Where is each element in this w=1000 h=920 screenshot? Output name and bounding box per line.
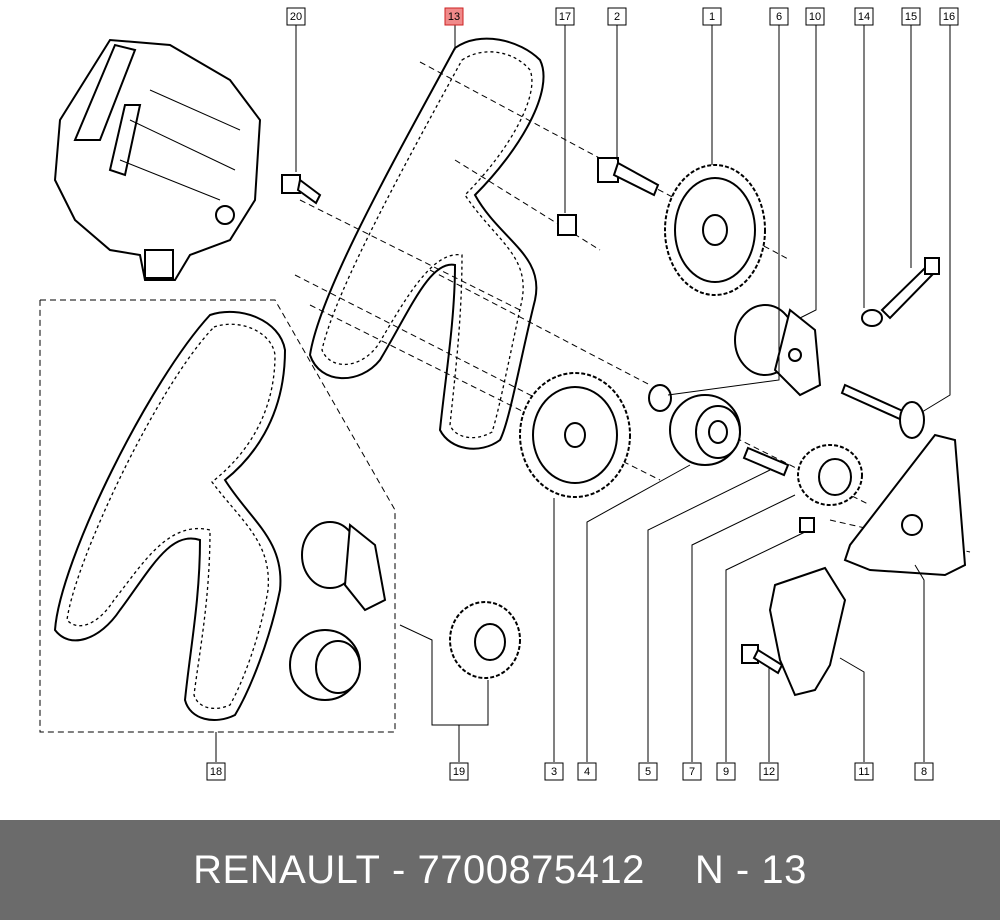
callout-18: 18 [206, 762, 226, 781]
bracket-8-hole [901, 514, 923, 536]
callout-14: 14 [854, 7, 874, 26]
callout-number: 5 [645, 766, 651, 778]
sprocket-19 [449, 601, 521, 679]
callout-1: 1 [702, 7, 722, 26]
callout-16: 16 [939, 7, 959, 26]
callout-10: 10 [805, 7, 825, 26]
callout-number: 15 [905, 11, 917, 23]
bolt-16 [840, 383, 925, 439]
bolt-12 [741, 644, 784, 675]
timing-belt-kit [53, 310, 287, 721]
callout-number: 19 [453, 766, 465, 778]
callout-2: 2 [607, 7, 627, 26]
callout-11: 11 [854, 762, 874, 781]
callout-number: 1 [709, 11, 715, 23]
position-label: N - 13 [694, 847, 807, 892]
nut-17 [557, 214, 577, 236]
callout-number: 8 [921, 766, 927, 778]
callout-20: 20 [286, 7, 306, 26]
callout-number: 18 [210, 766, 222, 778]
bolt-20 [281, 174, 322, 205]
nut-6 [648, 384, 672, 412]
callout-number: 9 [723, 766, 729, 778]
bracket-8 [843, 433, 967, 577]
callout-number: 11 [858, 766, 869, 778]
tensioner-10 [734, 304, 822, 397]
callout-8: 8 [914, 762, 934, 781]
bolt-2 [597, 157, 660, 197]
callout-number: 4 [584, 766, 590, 778]
callout-number: 12 [763, 766, 775, 778]
callout-number: 7 [689, 766, 695, 778]
callout-number: 3 [551, 766, 557, 778]
callout-number: 6 [776, 11, 782, 23]
callout-6: 6 [769, 7, 789, 26]
part-number: 7700875412 [417, 847, 645, 892]
crankshaft-sprocket [519, 372, 631, 498]
callout-3: 3 [544, 762, 564, 781]
callout-15: 15 [901, 7, 921, 26]
callout-17: 17 [555, 7, 575, 26]
kit-idler-roller [289, 629, 361, 701]
callout-4: 4 [577, 762, 597, 781]
timing-belt-main [308, 37, 545, 450]
brand-separator: - [392, 847, 406, 892]
bolt-9 [799, 517, 815, 533]
callout-13: 13 [444, 7, 464, 26]
callout-number: 10 [809, 11, 821, 23]
callout-12: 12 [759, 762, 779, 781]
callout-19: 19 [449, 762, 469, 781]
bolt-15 [880, 257, 940, 320]
pump-sprocket-7 [797, 444, 863, 506]
bracket-11 [768, 566, 847, 697]
idler-roller-4 [669, 394, 741, 466]
callout-number: 13 [448, 11, 460, 23]
brand-name: RENAULT [193, 847, 381, 892]
callout-number: 16 [943, 11, 955, 23]
callout-number: 17 [559, 11, 571, 23]
kit-outline [39, 299, 396, 733]
nut-14 [861, 309, 883, 327]
callout-number: 2 [614, 11, 620, 23]
callout-5: 5 [638, 762, 658, 781]
leader-lines [215, 25, 951, 762]
stud-5 [742, 446, 790, 477]
callout-number: 14 [858, 11, 870, 23]
callout-number: 20 [290, 11, 302, 23]
camshaft-sprocket [664, 164, 766, 296]
alignment-guides [294, 61, 971, 553]
part-footer-bar: RENAULT - 7700875412 N - 13 [0, 820, 1000, 920]
callout-9: 9 [716, 762, 736, 781]
callout-7: 7 [682, 762, 702, 781]
engine-block-drawing [53, 38, 262, 281]
kit-tensioner [301, 521, 387, 612]
